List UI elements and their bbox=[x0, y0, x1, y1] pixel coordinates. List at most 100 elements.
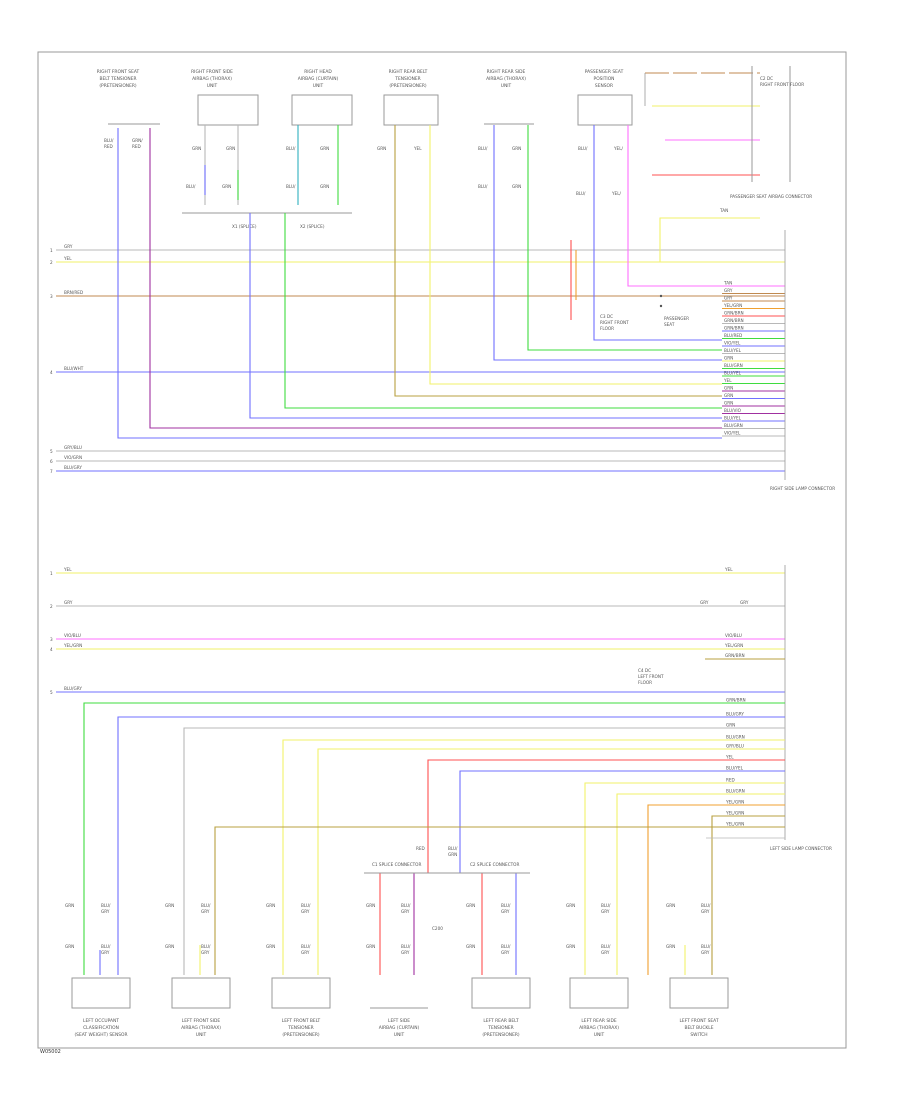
stub-wire-label: GRN bbox=[724, 401, 733, 406]
pin-label: GRN bbox=[165, 944, 174, 949]
pin-number: 3 bbox=[50, 637, 53, 642]
pin-label: GRN bbox=[512, 184, 521, 189]
pin-label: GRY bbox=[501, 909, 510, 914]
module-label: UNIT bbox=[394, 1032, 405, 1038]
bus-wire-label: GRY bbox=[64, 600, 73, 605]
module-label: UNIT bbox=[207, 83, 218, 89]
bus-wire-label: BLU/GRY bbox=[64, 465, 82, 470]
wire-blu bbox=[459, 770, 785, 850]
pin-label: GRY bbox=[301, 909, 310, 914]
callout-label: FLOOR bbox=[638, 680, 652, 685]
pin-label: GRY bbox=[501, 950, 510, 955]
pin-label: YEL/ bbox=[611, 191, 622, 196]
module-label: (SEAT WEIGHT) SENSOR bbox=[74, 1032, 127, 1038]
pin-label: RED bbox=[132, 144, 141, 149]
top-modules: RIGHT FRONT SEAT BELT TENSIONER (PRETENS… bbox=[97, 69, 633, 126]
wire-yel bbox=[282, 739, 785, 975]
pin-label: GRN bbox=[266, 903, 275, 908]
module-label: TENSIONER bbox=[394, 76, 420, 82]
pin-number: 5 bbox=[50, 449, 53, 454]
stub-wire-label: GRY bbox=[724, 296, 733, 301]
module-label: BELT BUCKLE bbox=[684, 1025, 713, 1031]
bus-wire-label: BLU/WHT bbox=[64, 366, 84, 371]
module-label: AIRBAG (THORAX) bbox=[579, 1025, 619, 1031]
bottom-modules: LEFT OCCUPANT CLASSIFICATION (SEAT WEIGH… bbox=[71, 977, 729, 1038]
pin-label: GRY bbox=[101, 909, 110, 914]
callout-label: SEAT bbox=[664, 322, 675, 327]
pin-label: GRY bbox=[601, 950, 610, 955]
stub-wire-label: TAN bbox=[723, 281, 732, 286]
wire-blu bbox=[117, 128, 722, 439]
pin-label: GRY bbox=[101, 950, 110, 955]
module-label: UNIT bbox=[313, 83, 324, 89]
module-label: SWITCH bbox=[690, 1032, 707, 1038]
wire-yel bbox=[616, 793, 785, 975]
pin-label: GRN bbox=[222, 184, 231, 189]
module-label: AIRBAG (CURTAIN) bbox=[379, 1025, 420, 1031]
pin-label: GRN bbox=[448, 852, 457, 857]
pin-number: 2 bbox=[50, 260, 53, 265]
stub-wire-label: YEL bbox=[725, 755, 734, 760]
wire-grn bbox=[284, 213, 722, 409]
module-label: (PRETENSIONER) bbox=[282, 1032, 320, 1038]
stub-wire-label: BLU/GRN bbox=[724, 363, 743, 368]
pin-number: 1 bbox=[50, 571, 53, 576]
pin-label: BLU/ bbox=[286, 184, 296, 189]
stub-wire-label: BLU/GRN bbox=[726, 789, 745, 794]
pin-label: GRN/ bbox=[132, 138, 143, 143]
module-label: (PRETENSIONER) bbox=[482, 1032, 520, 1038]
passenger-seat-connector: C2 DC RIGHT FRONT FLOOR PASSENGER SEAT A… bbox=[644, 66, 812, 199]
stub-wire-label: VIO/BLU bbox=[725, 633, 742, 638]
wire-grn bbox=[527, 125, 722, 351]
wire-blu bbox=[249, 213, 722, 419]
pin-label: BLU/ bbox=[104, 138, 114, 143]
pin-label: GRY bbox=[201, 909, 210, 914]
pin-label: GRN bbox=[366, 903, 375, 908]
module-label: AIRBAG (THORAX) bbox=[192, 76, 232, 82]
pin-label: BLU/ bbox=[101, 903, 111, 908]
pin-label: BLU/ bbox=[478, 184, 488, 189]
module-label: AIRBAG (CURTAIN) bbox=[298, 76, 339, 82]
module-box bbox=[669, 977, 729, 1009]
wire-layer bbox=[56, 125, 786, 975]
pin-number: 1 bbox=[50, 248, 53, 253]
pin-number: 7 bbox=[50, 469, 53, 474]
stub-wire-label: BLU/GRN bbox=[726, 735, 745, 740]
pin-label: RED bbox=[416, 846, 425, 851]
pin-label: C200 bbox=[432, 926, 443, 931]
module-label: LEFT FRONT SIDE bbox=[182, 1018, 221, 1024]
wire-yel bbox=[659, 217, 760, 262]
stub-wire-label: GRN/BRN bbox=[725, 653, 745, 658]
pin-label: BLU/ bbox=[201, 903, 211, 908]
diagram-border bbox=[37, 51, 847, 1049]
pin-label: GRN bbox=[320, 146, 329, 151]
module-label: LEFT SIDE bbox=[388, 1018, 410, 1024]
wire-tan bbox=[214, 826, 785, 975]
stub-wire-label: GRY bbox=[740, 600, 749, 605]
splice-label: C2 SPLICE CONNECTOR bbox=[470, 862, 519, 867]
splice-label: X1 (SPLICE) bbox=[232, 224, 257, 229]
stub-wire-label: YEL bbox=[724, 567, 733, 572]
module-label: UNIT bbox=[501, 83, 512, 89]
wire-pnk bbox=[627, 125, 722, 287]
stub-wire-label: BLU/YEL bbox=[724, 416, 742, 421]
pin-label: YEL/ bbox=[613, 146, 624, 151]
pin-number: 4 bbox=[50, 647, 53, 652]
module-box bbox=[197, 94, 259, 126]
module-label: LEFT REAR BELT bbox=[483, 1018, 519, 1024]
pin-label: GRN bbox=[512, 146, 521, 151]
module-box bbox=[71, 977, 131, 1009]
stub-wire-label: BLU/VIO bbox=[724, 408, 742, 413]
connector-label: C2 DC bbox=[760, 76, 773, 81]
module-label: BELT TENSIONER bbox=[99, 76, 136, 82]
module-label: RIGHT REAR BELT bbox=[389, 69, 428, 75]
pin-label: GRN bbox=[266, 944, 275, 949]
bus-wire-label: BLU/GRY bbox=[64, 686, 82, 691]
wire-tan bbox=[394, 125, 722, 397]
wire-blu bbox=[493, 125, 722, 361]
module-label: LEFT FRONT BELT bbox=[282, 1018, 321, 1024]
module-label: TENSIONER bbox=[487, 1025, 513, 1031]
pin-label: BLU/ bbox=[301, 944, 311, 949]
pin-label: GRN bbox=[666, 903, 675, 908]
